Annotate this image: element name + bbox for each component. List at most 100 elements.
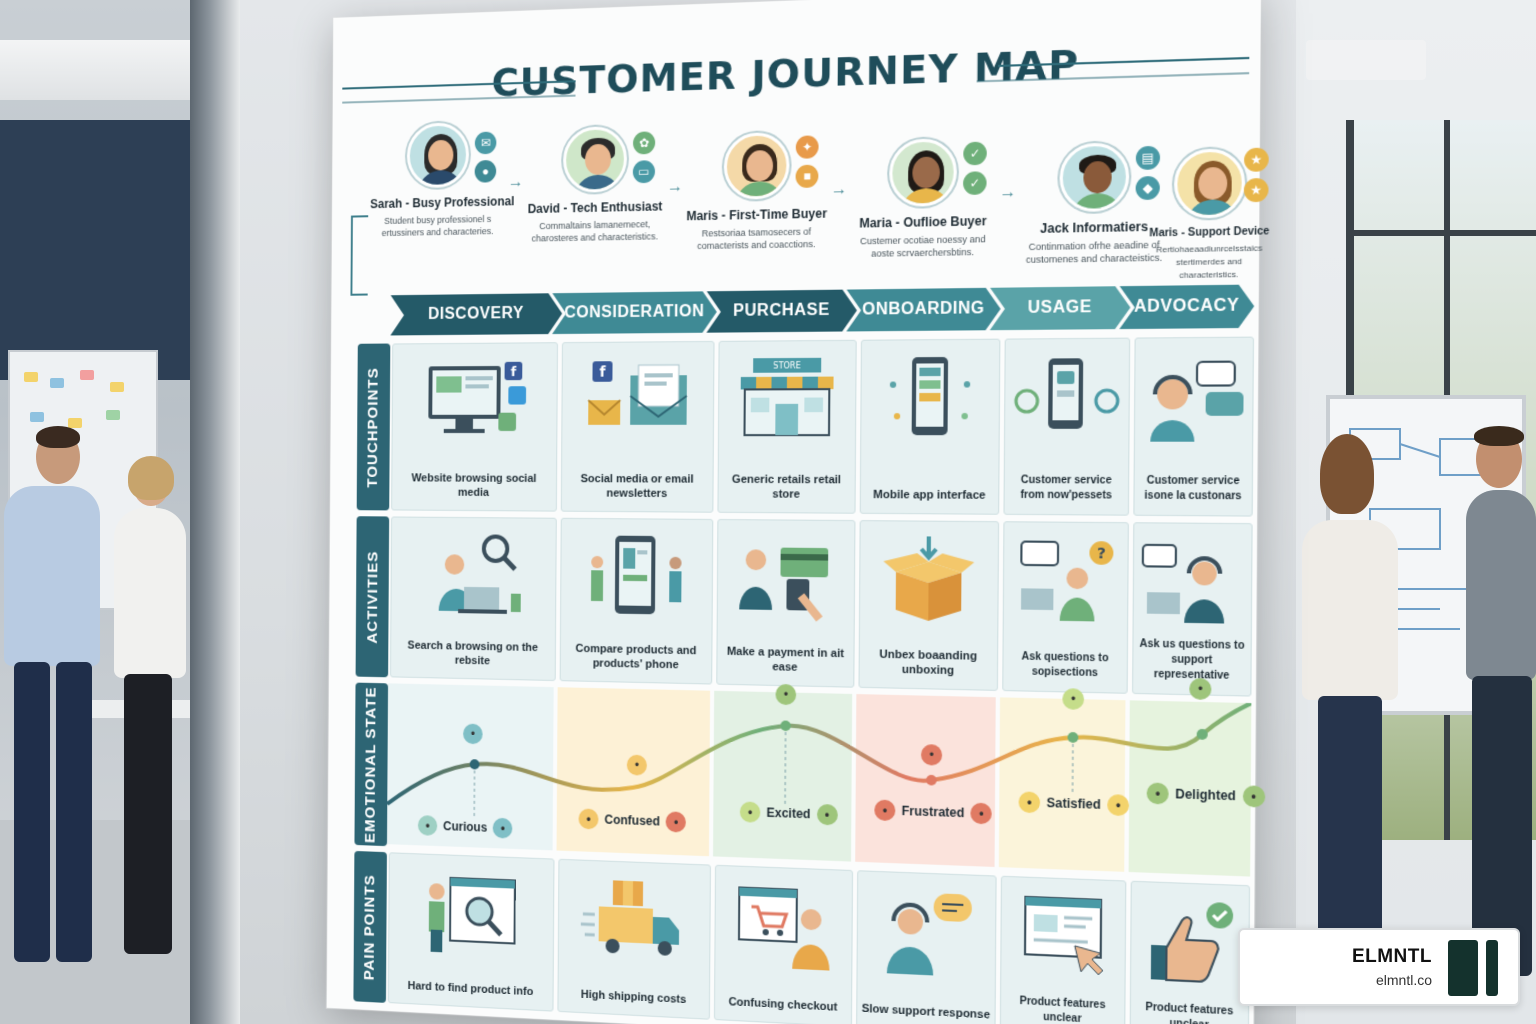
screen-icon: ▭	[632, 160, 656, 184]
angry-face-icon: •	[920, 744, 943, 766]
pain-point-label: Slow support response	[861, 1002, 991, 1022]
browser-click-icon	[1003, 890, 1123, 989]
activity-label: Make a payment in ait ease	[726, 645, 845, 674]
sad-face-icon: •	[665, 811, 687, 833]
pain-point-cell: Confusing checkout	[713, 864, 854, 1024]
activity-cell: Compare products and products' phone	[559, 517, 714, 685]
pain-point-cell: Hard to find product info	[387, 852, 555, 1012]
smile-face-icon: •	[417, 815, 438, 836]
touchpoint-label: Generic retails retail store	[731, 473, 842, 501]
gift-icon: ■	[795, 164, 819, 189]
persona-david: ✿ ▭ David - Tech Enthusiast Commaltains …	[525, 125, 666, 307]
svg-text:f: f	[599, 364, 606, 381]
gear-icon: ✿	[632, 131, 656, 155]
happy-face-icon: •	[775, 683, 797, 706]
smile-face-icon: •	[1018, 791, 1041, 814]
thumbs-up-check-icon	[1150, 901, 1234, 995]
pain-point-label: Product features unclear	[1019, 995, 1106, 1024]
stage-advocacy: ADVOCACY	[1119, 285, 1254, 330]
activity-label: Ask questions to sopisections	[1021, 651, 1109, 680]
person-searching-laptop-icon	[438, 530, 527, 614]
avatar	[562, 125, 628, 194]
magnifier-search-icon	[428, 866, 525, 953]
pain-point-label: Confusing checkout	[728, 995, 838, 1014]
smile-face-icon: •	[1062, 688, 1085, 710]
customer-journey-poster: CUSTOMER JOURNEY MAP ✉ ● Sarah - Busy Pr…	[326, 0, 1270, 1024]
user-icon: ●	[474, 159, 497, 183]
row-label-pain-points: PAIN POINTS	[353, 850, 387, 1003]
ceiling-light	[0, 40, 190, 100]
avatar	[889, 138, 958, 208]
touchpoint-label: Website browsing social media	[411, 472, 537, 499]
activity-cell: Unbex boaanding unboxing	[858, 520, 1000, 691]
touchpoint-cell: Mobile app interface	[859, 338, 1001, 515]
avatar	[1059, 142, 1130, 213]
emotion-satisfied: • Satisfied •	[1018, 791, 1130, 817]
persona-desc: Restsoriaa tsamosecers of comacterists a…	[697, 226, 816, 252]
arrow-right-icon: →	[507, 173, 524, 192]
support-agent-chat-icon	[868, 893, 972, 976]
checkmark-icon: ✓	[963, 141, 987, 166]
confused-face-icon: •	[578, 808, 599, 830]
stage-usage: USAGE	[990, 286, 1131, 330]
angry-face-icon: •	[970, 802, 993, 825]
man-blue-shirt	[0, 426, 110, 1024]
happy-face-icon: •	[739, 801, 761, 823]
arrow-right-icon: →	[830, 180, 848, 199]
retail-store-icon: STORE	[730, 357, 834, 445]
pain-point-label: Hard to find product info	[407, 979, 534, 999]
svg-text:f: f	[511, 365, 517, 380]
happy-face-icon: •	[816, 803, 838, 826]
persona-desc: Commaltains lamanemecet, charosteres and…	[531, 218, 659, 244]
emotion-confused: • Confused •	[578, 808, 687, 833]
persona-desc: Rertiohaeaadiunrcelsstaics stertimerdes …	[1155, 243, 1263, 281]
emotion-curious: • Curious •	[417, 815, 513, 839]
neutral-face-icon: •	[492, 817, 513, 839]
row-label-activities: ACTIVITIES	[355, 516, 390, 678]
activity-label: Compare products and products' phone	[575, 642, 697, 672]
shopping-cart-checkout-icon	[727, 879, 830, 971]
persona-name: Maris - First-Time Buyer	[686, 206, 828, 224]
avatar	[723, 131, 790, 200]
elmntl-logo-badge: ELMNTL elmntl.co	[1238, 928, 1520, 1006]
row-label-emotional-state: EMOTIONAL STATE	[354, 682, 389, 847]
persona-maris-first-time: ✦ ■ Maris - First-Time Buyer Restsoriaa …	[684, 131, 829, 315]
logo-url: elmntl.co	[1375, 972, 1432, 988]
row-label-touchpoints: TOUCHPOINTS	[356, 343, 391, 511]
delighted-face-icon: •	[1242, 785, 1265, 808]
touchpoint-cell: f Social media or email newsletters	[560, 340, 715, 513]
persona-bracket	[350, 215, 369, 296]
persona-name: Maria - Ouflioe Buyer	[859, 213, 987, 231]
pain-point-label: High shipping costs	[580, 988, 687, 1007]
touchpoint-cell: Customer service isone la custonars	[1133, 336, 1255, 517]
lightbulb-icon: ✦	[795, 135, 819, 159]
emotion-curve-area: • • • • • • • Curious • • Confused • • E…	[386, 677, 1265, 877]
touchpoint-label: Social media or email newsletters	[580, 472, 694, 501]
customer-service-phone-icon	[1007, 358, 1127, 429]
activity-cell: Ask us questions to support representati…	[1131, 522, 1253, 697]
activity-label: Search a browsing on the rebsite	[407, 639, 539, 668]
persona-name: Sarah - Busy Professional	[370, 194, 515, 212]
svg-text:?: ?	[1097, 545, 1106, 562]
support-representative-icon	[1131, 536, 1253, 624]
headset-agent-icon	[1133, 351, 1244, 442]
persona-desc: Student busy professionel s ertussiners …	[381, 213, 494, 239]
avatar	[1173, 148, 1246, 219]
email-icon: ✉	[474, 131, 497, 155]
poster-title: CUSTOMER JOURNEY MAP	[491, 40, 1080, 106]
stage-discovery: DISCOVERY	[390, 293, 562, 335]
ask-question-icon: ?	[1006, 535, 1114, 622]
stage-onboarding: ONBOARDING	[846, 288, 1000, 332]
smile-face-icon: •	[1107, 794, 1130, 817]
persona-sarah: ✉ ● Sarah - Busy Professional Student bu…	[370, 121, 515, 300]
activity-cell: ? Ask questions to sopisections	[1002, 521, 1129, 694]
arrow-right-icon: →	[999, 183, 1017, 202]
ceiling-fixture	[1306, 40, 1426, 80]
payment-card-icon	[739, 547, 843, 626]
logo-name: ELMNTL	[1351, 946, 1432, 967]
unboxing-box-icon	[883, 534, 975, 622]
emotion-excited: • Excited •	[739, 801, 838, 826]
bearded-man	[1466, 426, 1536, 1024]
emotion-delighted: • Delighted •	[1146, 782, 1265, 808]
delighted-face-icon: •	[1146, 782, 1169, 805]
